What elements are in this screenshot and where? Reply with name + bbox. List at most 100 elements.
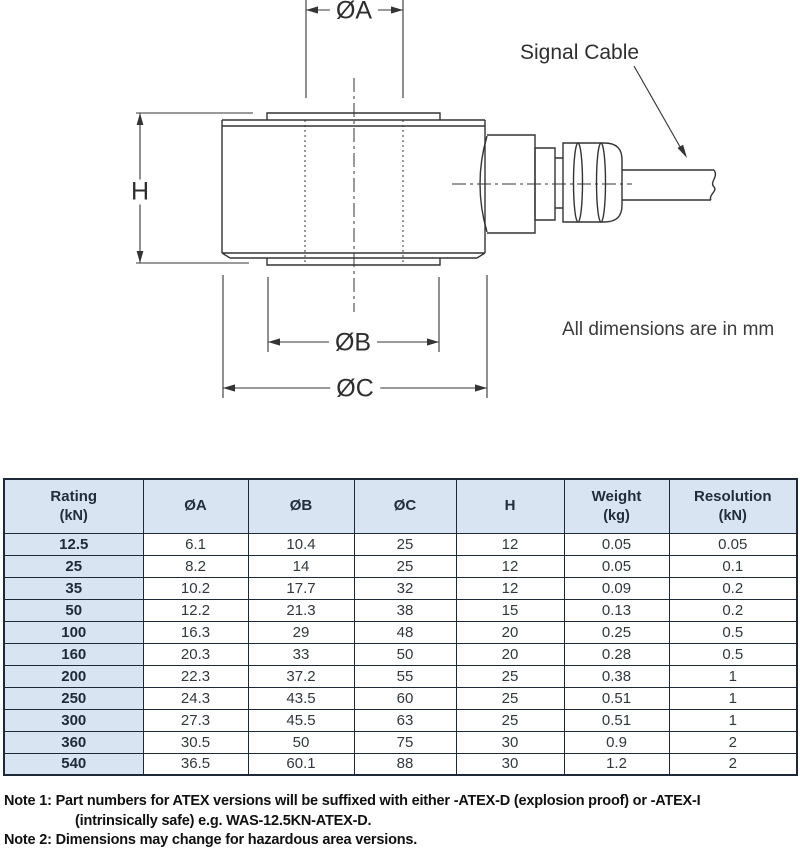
- load-cell-drawing-svg: [136, 0, 717, 398]
- cell: 0.2: [668, 598, 798, 622]
- cell: 20: [455, 620, 565, 644]
- cell: 22.3: [142, 664, 249, 688]
- cell-rating: 360: [3, 730, 144, 754]
- table-row: 160 20.3 33 50 20 0.28 0.5: [3, 642, 798, 666]
- cell: 17.7: [247, 576, 355, 600]
- dim-label-dia-a: ØA: [329, 0, 379, 24]
- note-1-text: Part numbers for ATEX versions will be s…: [51, 793, 701, 809]
- col-header-weight: Weight (kg): [563, 478, 670, 534]
- load-cell-body: [221, 112, 717, 266]
- cell: 0.2: [668, 576, 798, 600]
- cell-rating: 200: [3, 664, 144, 688]
- col-header-rating: Rating (kN): [3, 478, 144, 534]
- cell: 27.3: [142, 708, 249, 732]
- cell-rating: 25: [3, 554, 144, 578]
- cell: 38: [353, 598, 457, 622]
- cell: 12: [455, 554, 565, 578]
- cell: 43.5: [247, 686, 355, 710]
- cell: 25: [353, 554, 457, 578]
- cell: 0.5: [668, 642, 798, 666]
- col-header-label: Resolution: [694, 487, 772, 505]
- cell: 30: [455, 752, 565, 776]
- table-row: 50 12.2 21.3 38 15 0.13 0.2: [3, 598, 798, 622]
- cell: 0.38: [563, 664, 670, 688]
- spec-table: Rating (kN) ØA ØB ØC H: [3, 478, 798, 776]
- cell-rating: 250: [3, 686, 144, 710]
- note-1-line-1: Note 1: Part numbers for ATEX versions w…: [4, 792, 798, 812]
- col-header-dia-b: ØB: [247, 478, 355, 534]
- cell: 6.1: [142, 532, 249, 556]
- cell: 0.05: [668, 532, 798, 556]
- cell: 55: [353, 664, 457, 688]
- table-row: 12.5 6.1 10.4 25 12 0.05 0.05: [3, 532, 798, 556]
- cell: 0.25: [563, 620, 670, 644]
- cell: 10.2: [142, 576, 249, 600]
- cell: 25: [455, 708, 565, 732]
- table-row: 360 30.5 50 75 30 0.9 2: [3, 730, 798, 754]
- cell: 60.1: [247, 752, 355, 776]
- cell: 1: [668, 686, 798, 710]
- cell: 0.09: [563, 576, 670, 600]
- cell-rating: 35: [3, 576, 144, 600]
- cell: 29: [247, 620, 355, 644]
- col-header-sub: (kN): [59, 507, 88, 524]
- col-header-label: ØB: [289, 496, 313, 514]
- col-header-sub: (kN): [718, 507, 747, 524]
- col-header-sub: (kg): [603, 507, 630, 524]
- cell: 50: [247, 730, 355, 754]
- cell: 20: [455, 642, 565, 666]
- col-header-dia-c: ØC: [353, 478, 457, 534]
- table-row: 35 10.2 17.7 32 12 0.09 0.2: [3, 576, 798, 600]
- cell-rating: 12.5: [3, 532, 144, 556]
- centerlines: [304, 78, 632, 312]
- table-row: 100 16.3 29 48 20 0.25 0.5: [3, 620, 798, 644]
- cell: 0.51: [563, 708, 670, 732]
- cell: 30: [455, 730, 565, 754]
- cell: 0.28: [563, 642, 670, 666]
- cell: 0.5: [668, 620, 798, 644]
- note-2-text: Dimensions may change for hazardous area…: [51, 832, 418, 848]
- cell: 25: [353, 532, 457, 556]
- table-row: 250 24.3 43.5 60 25 0.51 1: [3, 686, 798, 710]
- cell-rating: 160: [3, 642, 144, 666]
- cell-rating: 300: [3, 708, 144, 732]
- col-header-resolution: Resolution (kN): [668, 478, 798, 534]
- col-header-label: Rating: [50, 487, 98, 505]
- note-2-line: Note 2: Dimensions may change for hazard…: [4, 831, 798, 851]
- cell: 12.2: [142, 598, 249, 622]
- dim-label-dia-b: ØB: [328, 330, 378, 356]
- note-1-line-2: (intrinsically safe) e.g. WAS-12.5KN-ATE…: [75, 812, 372, 829]
- cell: 14: [247, 554, 355, 578]
- cell: 45.5: [247, 708, 355, 732]
- cell: 1: [668, 708, 798, 732]
- cell: 0.05: [563, 554, 670, 578]
- cell: 20.3: [142, 642, 249, 666]
- cell: 75: [353, 730, 457, 754]
- cell: 2: [668, 752, 798, 776]
- col-header-label: ØA: [184, 496, 207, 514]
- cell: 15: [455, 598, 565, 622]
- cell: 10.4: [247, 532, 355, 556]
- cell: 24.3: [142, 686, 249, 710]
- table-row: 25 8.2 14 25 12 0.05 0.1: [3, 554, 798, 578]
- cell: 0.05: [563, 532, 670, 556]
- cell: 0.1: [668, 554, 798, 578]
- col-header-label: Weight: [591, 487, 642, 505]
- cell: 48: [353, 620, 457, 644]
- col-header-label: ØC: [393, 496, 417, 514]
- col-header-dia-a: ØA: [142, 478, 249, 534]
- cell: 21.3: [247, 598, 355, 622]
- cell: 37.2: [247, 664, 355, 688]
- table-row: 300 27.3 45.5 63 25 0.51 1: [3, 708, 798, 732]
- note-2-label: Note 2:: [4, 832, 52, 848]
- table-row: 200 22.3 37.2 55 25 0.38 1: [3, 664, 798, 688]
- cell: 32: [353, 576, 457, 600]
- spec-table-body: 12.5 6.1 10.4 25 12 0.05 0.05 25 8.2 14 …: [3, 532, 798, 776]
- dim-label-height: H: [124, 179, 156, 205]
- cell: 12: [455, 576, 565, 600]
- table-row: 540 36.5 60.1 88 30 1.2 2: [3, 752, 798, 776]
- cell: 1: [668, 664, 798, 688]
- cell: 0.13: [563, 598, 670, 622]
- signal-cable-label: Signal Cable: [520, 41, 640, 64]
